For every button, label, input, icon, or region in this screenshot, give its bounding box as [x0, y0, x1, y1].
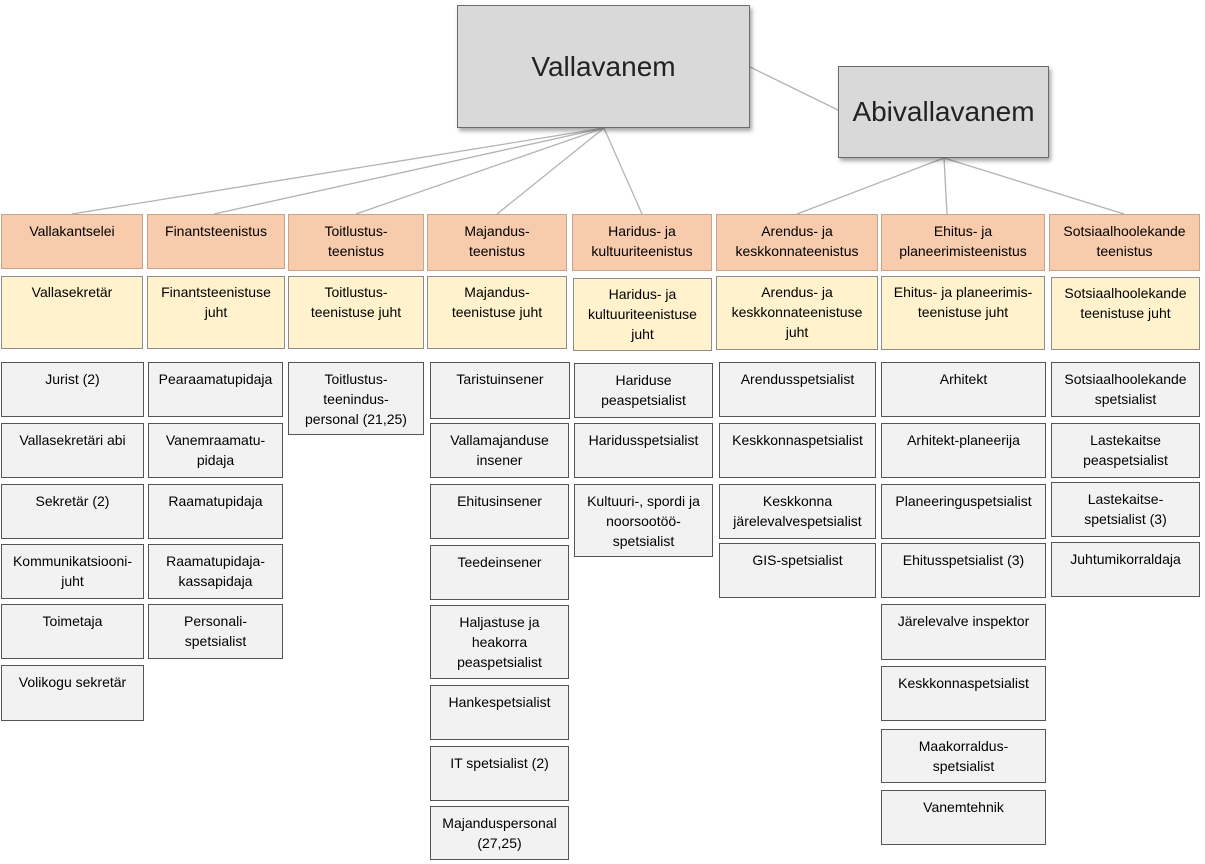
dept-toitlustusteenistus: Toitlustus- teenistus	[288, 214, 424, 271]
position-box: Juhtumikorraldaja	[1051, 542, 1200, 597]
position-box: Maakorraldus- spetsialist	[881, 729, 1046, 783]
position-box: Raamatupidaja	[148, 484, 283, 539]
head-vallakantselei: Vallasekretär	[1, 276, 143, 349]
position-box: Lastekaitse peaspetsialist	[1051, 423, 1200, 478]
head-sotsiaalhoolekande-teenistus: Sotsiaalhoolekande teenistuse juht	[1051, 277, 1200, 350]
position-box: Järelevalve inspektor	[881, 604, 1046, 660]
dept-majandusteenistus: Majandus- teenistus	[427, 214, 567, 271]
head-arendus-keskkonnateenistus: Arendus- ja keskkonnateenistuse juht	[716, 276, 878, 350]
position-box: IT spetsialist (2)	[430, 746, 569, 801]
position-box: Haljastuse ja heakorra peaspetsialist	[430, 605, 569, 679]
head-finantsteenistus: Finantsteenistuse juht	[147, 276, 285, 349]
position-box: Raamatupidaja- kassapidaja	[148, 544, 283, 599]
position-box: Jurist (2)	[1, 362, 144, 417]
deputy-mayor-box: Abivallavanem	[838, 66, 1049, 158]
position-box: Kultuuri-, spordi ja noorsootöö- spetsia…	[574, 484, 713, 557]
position-box: Toitlustus- teenindus- personal (21,25)	[288, 362, 424, 435]
position-box: Hariduse peaspetsialist	[574, 363, 713, 418]
position-box: Sekretär (2)	[1, 484, 144, 539]
position-box: Arhitekt	[881, 362, 1046, 417]
position-box: Pearaamatupidaja	[148, 362, 283, 417]
dept-finantsteenistus: Finantsteenistus	[147, 214, 285, 269]
position-box: Taristuinsener	[430, 362, 570, 419]
position-box: Haridusspetsialist	[574, 423, 713, 478]
position-box: Toimetaja	[1, 604, 144, 659]
position-box: Vanemraamatu- pidaja	[148, 423, 283, 478]
position-box: Lastekaitse- spetsialist (3)	[1051, 482, 1200, 537]
position-box: Arhitekt-planeerija	[881, 423, 1046, 478]
position-box: Vallamajanduse insener	[430, 423, 569, 478]
position-box: GIS-spetsialist	[719, 543, 876, 598]
position-box: Kommunikatsiooni- juht	[1, 544, 144, 599]
head-toitlustusteenistus: Toitlustus- teenistuse juht	[288, 276, 424, 349]
dept-ehitus-planeerimisteenistus: Ehitus- ja planeerimisteenistus	[881, 214, 1045, 271]
position-box: Keskkonnaspetsialist	[719, 423, 876, 478]
position-box: Arendusspetsialist	[719, 362, 876, 417]
dept-arendus-keskkonnateenistus: Arendus- ja keskkonnateenistus	[716, 214, 878, 271]
position-box: Majanduspersonal (27,25)	[430, 806, 569, 860]
position-box: Ehitusinsener	[430, 484, 569, 539]
position-box: Keskkonna järelevalvespetsialist	[719, 484, 876, 539]
position-box: Keskkonnaspetsialist	[881, 666, 1046, 721]
dept-sotsiaalhoolekande-teenistus: Sotsiaalhoolekande teenistus	[1049, 214, 1200, 271]
position-box: Vallasekretäri abi	[1, 423, 144, 478]
head-haridus-kultuuriteenistus: Haridus- ja kultuuriteenistuse juht	[573, 278, 712, 351]
position-box: Teedeinsener	[430, 545, 569, 600]
position-box: Volikogu sekretär	[1, 665, 144, 721]
position-box: Ehitusspetsialist (3)	[881, 543, 1046, 598]
dept-haridus-kultuuriteenistus: Haridus- ja kultuuriteenistus	[572, 214, 712, 271]
position-box: Hankespetsialist	[430, 685, 569, 740]
head-majandusteenistus: Majandus- teenistuse juht	[427, 276, 567, 349]
dept-vallakantselei: Vallakantselei	[1, 214, 143, 269]
position-box: Planeeringuspetsialist	[881, 484, 1046, 539]
mayor-box: Vallavanem	[457, 5, 750, 128]
position-box: Vanemtehnik	[881, 790, 1046, 845]
position-box: Personali- spetsialist	[148, 604, 283, 659]
head-ehitus-planeerimisteenistus: Ehitus- ja planeerimis- teenistuse juht	[881, 276, 1045, 350]
position-box: Sotsiaalhoolekande spetsialist	[1051, 362, 1200, 417]
